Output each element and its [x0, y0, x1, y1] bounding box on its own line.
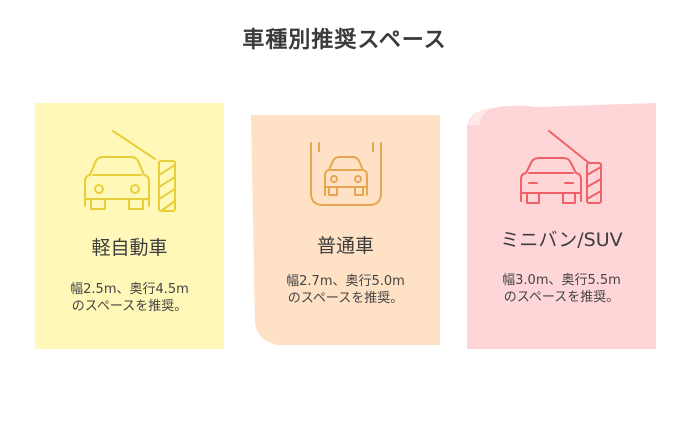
card-futsu-background [251, 115, 440, 345]
card-desc-line1: 幅3.0m、奥行5.5m [502, 273, 621, 288]
card-minivan: ミニバン/SUV 幅3.0m、奥行5.5m のスペースを推奨。 [467, 103, 656, 349]
card-kei: 軽自動車 幅2.5m、奥行4.5m のスペースを推奨。 [35, 103, 224, 349]
card-kei-background [35, 103, 224, 349]
card-description: 幅2.7m、奥行5.0m のスペースを推奨。 [261, 273, 430, 307]
card-description: 幅3.0m、奥行5.5m のスペースを推奨。 [477, 272, 646, 306]
car-bay-icon [310, 142, 382, 206]
card-desc-line1: 幅2.5m、奥行4.5m [70, 282, 189, 297]
card-desc-line2: のスペースを推奨。 [503, 290, 620, 305]
card-desc-line2: のスペースを推奨。 [71, 299, 188, 314]
car-barrier-icon [84, 130, 176, 212]
card-description: 幅2.5m、奥行4.5m のスペースを推奨。 [45, 281, 214, 315]
page-title: 車種別推奨スペース [242, 28, 447, 53]
card-minivan-background [467, 103, 656, 349]
card-desc-line2: のスペースを推奨。 [287, 291, 404, 306]
car-barrier-icon [520, 130, 602, 204]
card-title: 普通車 [316, 235, 374, 257]
card-title: ミニバン/SUV [500, 229, 623, 251]
card-desc-line1: 幅2.7m、奥行5.0m [286, 274, 405, 289]
card-futsu: 普通車 幅2.7m、奥行5.0m のスペースを推奨。 [251, 103, 440, 349]
card-title: 軽自動車 [91, 237, 168, 259]
